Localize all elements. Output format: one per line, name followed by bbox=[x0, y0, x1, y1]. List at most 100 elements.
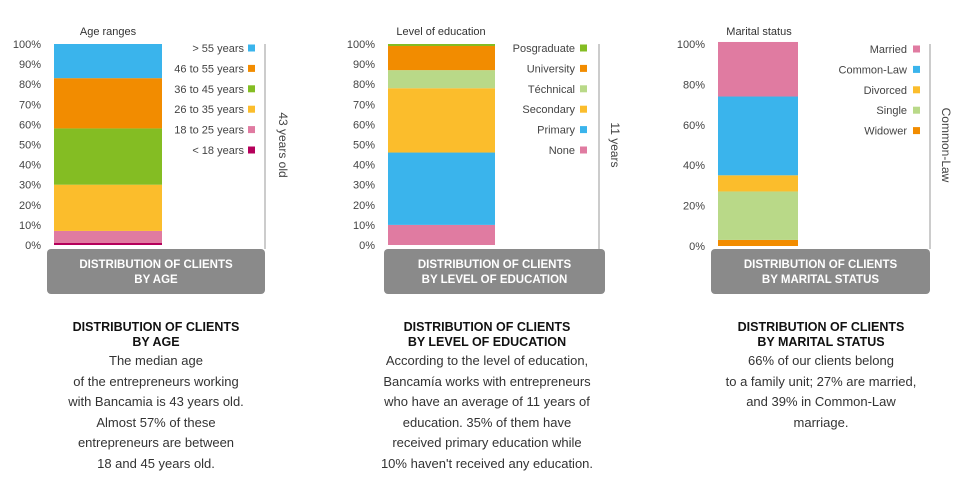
bar-segment bbox=[718, 191, 798, 240]
y-tick-label: 20% bbox=[683, 201, 705, 213]
y-tick-label: 80% bbox=[683, 79, 705, 91]
y-tick-label: 60% bbox=[19, 119, 41, 131]
y-tick-label: 100% bbox=[677, 39, 705, 51]
banner-text: BY LEVEL OF EDUCATION bbox=[422, 274, 568, 286]
bar-segment bbox=[388, 70, 495, 89]
legend-label: None bbox=[549, 145, 575, 157]
legend-label: Divorced bbox=[864, 85, 907, 97]
bar-segment bbox=[388, 88, 495, 153]
legend-label: Primary bbox=[537, 125, 575, 137]
legend-swatch bbox=[913, 86, 920, 94]
y-tick-label: 50% bbox=[353, 140, 375, 152]
chart-title: Marital status bbox=[726, 26, 792, 38]
legend-swatch bbox=[580, 126, 587, 134]
legend-swatch bbox=[248, 105, 255, 113]
y-tick-label: 10% bbox=[353, 220, 375, 232]
legend-swatch bbox=[913, 127, 920, 135]
bar-segment bbox=[718, 41, 798, 97]
description-marital: DISTRIBUTION OF CLIENTS BY MARITAL STATU… bbox=[671, 320, 960, 433]
y-tick-label: 90% bbox=[353, 59, 375, 71]
legend-label: Secondary bbox=[522, 104, 575, 116]
banner-text: BY AGE bbox=[134, 274, 178, 286]
bar-segment bbox=[388, 152, 495, 225]
legend-label: University bbox=[527, 63, 576, 75]
legend-label: 46 to 55 years bbox=[174, 63, 244, 75]
y-tick-label: 30% bbox=[19, 180, 41, 192]
y-tick-label: 0% bbox=[25, 240, 41, 252]
y-tick-label: 70% bbox=[19, 99, 41, 111]
legend-swatch bbox=[580, 146, 587, 154]
chart-banner bbox=[384, 249, 605, 294]
bar-segment bbox=[388, 224, 495, 245]
legend-swatch bbox=[248, 126, 255, 134]
chart-banner bbox=[47, 249, 265, 294]
y-tick-label: 100% bbox=[13, 39, 41, 51]
side-label: 43 years old bbox=[276, 112, 290, 177]
legend-label: > 55 years bbox=[192, 43, 244, 55]
bar-segment bbox=[388, 46, 495, 71]
y-tick-label: 80% bbox=[353, 79, 375, 91]
y-tick-label: 60% bbox=[353, 119, 375, 131]
y-tick-label: 70% bbox=[353, 99, 375, 111]
legend-swatch bbox=[580, 105, 587, 113]
bar-segment bbox=[54, 128, 162, 185]
legend-swatch bbox=[913, 65, 920, 73]
description-heading: DISTRIBUTION OF CLIENTS BY LEVEL OF EDUC… bbox=[403, 320, 571, 349]
legend-label: Posgraduate bbox=[513, 43, 575, 55]
y-tick-label: 60% bbox=[683, 120, 705, 132]
legend-label: Téchnical bbox=[528, 84, 575, 96]
y-tick-label: 20% bbox=[353, 200, 375, 212]
description-text: The median age of the entrepreneurs work… bbox=[68, 353, 244, 471]
y-tick-label: 80% bbox=[19, 79, 41, 91]
legend-swatch bbox=[913, 45, 920, 53]
chart-title: Level of education bbox=[396, 26, 485, 38]
legend-swatch bbox=[913, 106, 920, 114]
legend-label: Common-Law bbox=[839, 64, 908, 76]
chart-banner bbox=[711, 249, 930, 294]
y-tick-label: 40% bbox=[19, 160, 41, 172]
legend-label: < 18 years bbox=[192, 145, 244, 157]
bar-segment bbox=[54, 242, 162, 245]
banner-text: DISTRIBUTION OF CLIENTS bbox=[418, 259, 572, 271]
banner-text: DISTRIBUTION OF CLIENTS bbox=[744, 259, 898, 271]
y-tick-label: 50% bbox=[19, 140, 41, 152]
y-tick-label: 40% bbox=[683, 160, 705, 172]
y-tick-label: 30% bbox=[353, 180, 375, 192]
y-tick-label: 40% bbox=[353, 160, 375, 172]
side-label: Common-Law bbox=[939, 108, 953, 183]
legend-swatch bbox=[248, 146, 255, 154]
side-label: 11 years bbox=[608, 122, 622, 167]
bar-segment bbox=[54, 230, 162, 243]
bar-segment bbox=[718, 96, 798, 176]
description-text: According to the level of education, Ban… bbox=[380, 353, 594, 471]
legend-label: 36 to 45 years bbox=[174, 84, 244, 96]
y-tick-label: 0% bbox=[359, 240, 375, 252]
y-tick-label: 10% bbox=[19, 220, 41, 232]
legend-swatch bbox=[580, 44, 587, 52]
legend-swatch bbox=[248, 85, 255, 93]
y-tick-label: 90% bbox=[19, 59, 41, 71]
banner-text: DISTRIBUTION OF CLIENTS bbox=[79, 259, 233, 271]
legend-label: 18 to 25 years bbox=[174, 125, 244, 137]
legend-swatch bbox=[580, 64, 587, 72]
description-text: 66% of our clients belong to a family un… bbox=[725, 353, 917, 430]
bar-segment bbox=[388, 44, 495, 47]
bar-segment bbox=[54, 44, 162, 79]
bar-segment bbox=[54, 78, 162, 129]
description-heading: DISTRIBUTION OF CLIENTS BY MARITAL STATU… bbox=[737, 320, 905, 349]
legend-swatch bbox=[248, 64, 255, 72]
bar-segment bbox=[718, 239, 798, 246]
y-tick-label: 100% bbox=[347, 39, 375, 51]
bar-segment bbox=[54, 184, 162, 231]
banner-text: BY MARITAL STATUS bbox=[762, 274, 879, 286]
description-age: DISTRIBUTION OF CLIENTS BY AGE The media… bbox=[6, 320, 306, 474]
legend-label: 26 to 35 years bbox=[174, 104, 244, 116]
y-tick-label: 0% bbox=[689, 241, 705, 253]
chart-title: Age ranges bbox=[80, 26, 137, 38]
legend-label: Single bbox=[876, 105, 907, 117]
description-heading: DISTRIBUTION OF CLIENTS BY AGE bbox=[72, 320, 240, 349]
legend-swatch bbox=[248, 44, 255, 52]
description-education: DISTRIBUTION OF CLIENTS BY LEVEL OF EDUC… bbox=[337, 320, 637, 474]
legend-swatch bbox=[580, 85, 587, 93]
